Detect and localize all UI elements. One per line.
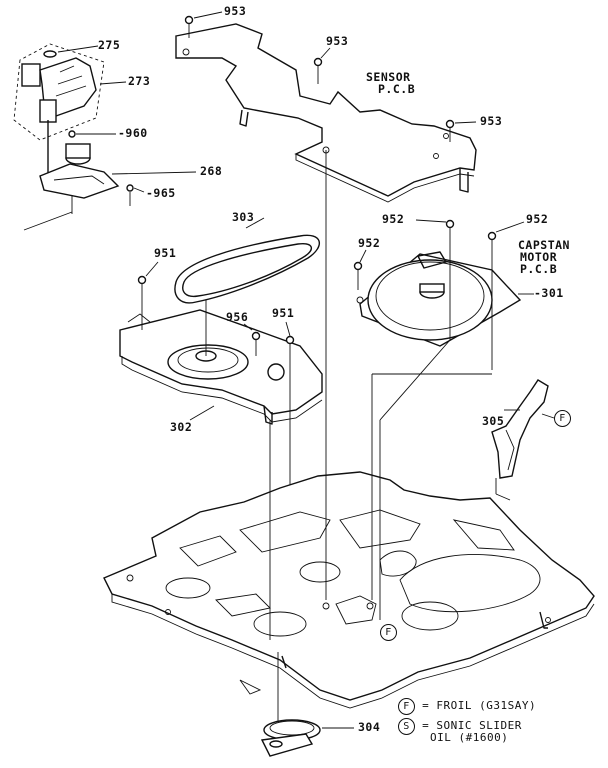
label-304: 304: [358, 720, 381, 734]
pulley-assembly-302: [119, 300, 323, 425]
label-capstan-pcb: P.C.B: [520, 262, 558, 276]
label-960: -960: [118, 126, 148, 140]
legend-sonic-oil: OIL (#1600): [430, 731, 509, 744]
label-952-b: 952: [382, 212, 405, 226]
froil-marker-lever: F: [554, 410, 571, 427]
screw-952-a: [353, 249, 367, 290]
alignment-lines: [269, 150, 511, 640]
label-305: 305: [482, 414, 505, 428]
legend-froil: F = FROIL (G31SAY): [398, 698, 536, 715]
label-951-b: 951: [272, 306, 295, 320]
label-952-a: 952: [358, 236, 381, 250]
legend-sonic: S = SONIC SLIDER: [398, 718, 522, 735]
label-sensor-pcb: P.C.B: [378, 82, 416, 96]
froil-marker-chassis: F: [380, 624, 397, 641]
label-301: -301: [534, 286, 564, 300]
pinch-roller-assembly: [13, 43, 127, 141]
capstan-motor-301: [356, 251, 534, 347]
label-953-c: 953: [480, 114, 503, 128]
label-sensor: SENSOR: [366, 70, 411, 84]
screw-952-c: [487, 221, 525, 370]
label-275: 275: [98, 38, 121, 52]
label-952-c: 952: [526, 212, 549, 226]
base-assembly-268: [23, 120, 197, 231]
screw-956: [243, 323, 261, 356]
screw-960: [68, 130, 116, 138]
label-956: 956: [226, 310, 249, 324]
screw-953-a: [184, 11, 223, 38]
belt-303: [174, 217, 320, 304]
sensor-pcb-part: [175, 23, 477, 203]
lever-305: [491, 379, 555, 494]
screw-965: [126, 184, 145, 206]
label-303: 303: [232, 210, 255, 224]
label-953-b: 953: [326, 34, 349, 48]
screw-951-a: [137, 261, 159, 330]
main-chassis: [103, 471, 595, 722]
screw-953-c: [445, 119, 477, 142]
label-capstan-motor: MOTOR: [520, 250, 558, 264]
legend-f-text: = FROIL (G31SAY): [422, 699, 537, 712]
gear-304: [260, 719, 354, 757]
label-273: 273: [128, 74, 151, 88]
label-965: -965: [146, 186, 176, 200]
label-951-a: 951: [154, 246, 177, 260]
screw-952-b: [415, 219, 455, 340]
screw-953-b: [313, 47, 331, 84]
label-953-a: 953: [224, 4, 247, 18]
label-capstan: CAPSTAN: [518, 238, 570, 252]
legend-s-symbol: S: [398, 718, 415, 735]
label-302: 302: [170, 420, 193, 434]
legend-f-symbol: F: [398, 698, 415, 715]
legend-s-text: = SONIC SLIDER: [422, 719, 522, 732]
label-268: 268: [200, 164, 223, 178]
